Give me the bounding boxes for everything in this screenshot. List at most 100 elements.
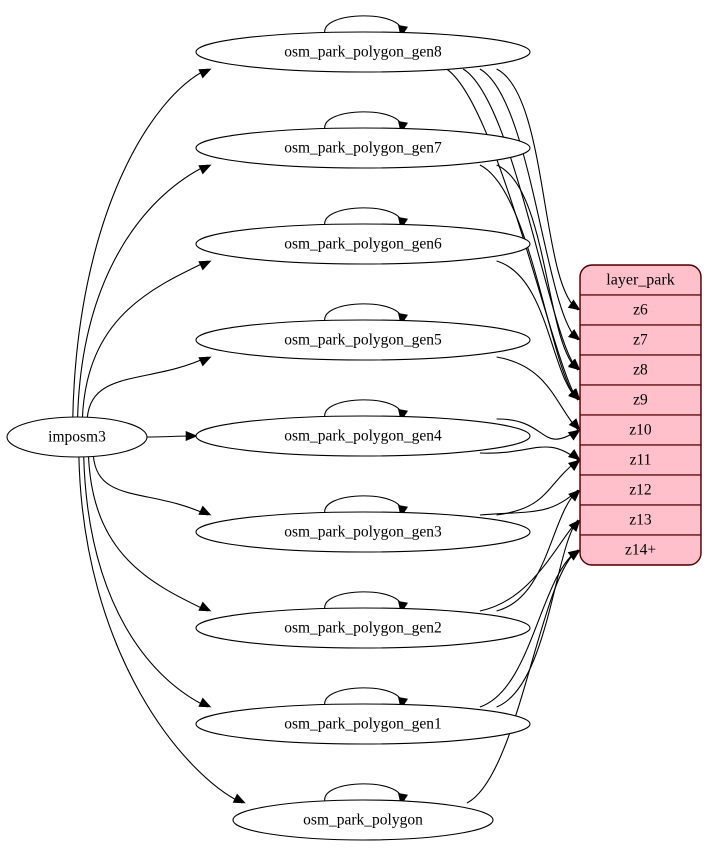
node-ellipse-gen6 [195, 223, 531, 265]
node-label-imposm3: imposm3 [48, 429, 106, 446]
node-ellipse-gen5 [195, 319, 531, 361]
edge-arrow-imposm3-to-gen3 [198, 505, 212, 516]
edge-arrow-imposm3-to-gen7 [198, 164, 212, 175]
edge-gen8-to-z7 [479, 68, 579, 341]
table-row-label-z8: z8 [633, 362, 648, 379]
self-loop-gen6 [324, 207, 402, 227]
edge-gen5-to-z10 [496, 356, 579, 431]
node-label-gen8: osm_park_polygon_gen8 [284, 44, 442, 61]
node-label-gen5: osm_park_polygon_gen5 [284, 332, 442, 349]
table-row-z14plus[interactable] [580, 534, 701, 565]
self-loop-gen4 [324, 399, 402, 419]
edge-gen1-to-z14plus [479, 549, 579, 708]
node-ellipse-imposm3 [6, 416, 148, 458]
layer-park-table[interactable]: layer_park z6 z7 z8 z9 z10 z11 z12 z13 z14+ [579, 264, 702, 566]
edge-gen3-to-z11 [496, 459, 579, 516]
edge-arrow-imposm3-to-base [232, 793, 246, 804]
table-row-label-z6: z6 [633, 302, 648, 319]
edge-arrow-imposm3-to-gen1 [198, 697, 212, 708]
edge-gen8-to-z8 [462, 68, 579, 371]
edge-imposm3-to-gen1 [83, 454, 208, 708]
edge-gen4-to-z11 [479, 446, 579, 461]
node-ellipse-gen3 [195, 511, 531, 553]
edge-gen3-to-z12 [479, 489, 579, 516]
node-label-gen1: osm_park_polygon_gen1 [284, 716, 442, 733]
table-row-z11[interactable] [580, 444, 701, 476]
table-row-label-z12: z12 [629, 482, 651, 499]
node-label-gen4: osm_park_polygon_gen4 [284, 428, 442, 445]
table-row-label-z14plus: z14+ [625, 542, 656, 559]
edge-imposm3-to-gen5 [86, 356, 208, 420]
node-ellipse-gen8 [195, 31, 531, 73]
edge-arrow-base-to-z14plus [567, 549, 581, 561]
edge-arrow-imposm3-to-gen8 [198, 68, 212, 79]
edge-arrow-imposm3-to-gen5 [198, 356, 212, 367]
edge-gen8-to-z6 [496, 68, 579, 311]
node-label-base: osm_park_polygon [303, 812, 423, 829]
edge-arrow-imposm3-to-gen2 [198, 601, 212, 612]
table-outline [579, 264, 702, 566]
edge-arrow-gen4-to-z11 [567, 449, 581, 461]
node-base: osm_park_polygon [232, 799, 494, 841]
self-loop-gen8 [324, 15, 402, 35]
edge-arrow-imposm3-to-gen4 [185, 430, 198, 442]
table-rows: layer_park z6 z7 z8 z9 z10 z11 z12 z13 z14+ [580, 265, 701, 565]
edge-arrow-gen8-to-z6 [567, 299, 581, 311]
node-ellipse-base [232, 799, 494, 841]
node-gen7: osm_park_polygon_gen7 [195, 127, 531, 169]
edge-imposm3-to-gen3 [92, 454, 208, 516]
node-layer: osm_park_polygon_gen8 osm_park_polygon_ge… [6, 31, 531, 841]
self-loop-gen5 [324, 303, 402, 323]
table-row-label-z7: z7 [633, 332, 648, 349]
edge-base-to-z14plus [466, 549, 579, 804]
node-gen2: osm_park_polygon_gen2 [195, 607, 531, 649]
self-loop-gen2 [324, 591, 402, 611]
table-header-label: layer_park [606, 272, 674, 289]
node-ellipse-gen4 [195, 415, 531, 457]
edge-gen2-to-z12 [496, 489, 579, 612]
self-loop-base [324, 783, 402, 803]
edge-imposm3-to-base [78, 454, 243, 804]
self-loop-gen7 [324, 111, 402, 131]
edge-arrow-gen2-to-z12 [568, 489, 581, 502]
table-row-z8[interactable] [580, 354, 701, 386]
node-ellipse-gen1 [195, 703, 531, 745]
edge-arrow-gen6-to-z9 [568, 388, 581, 401]
edge-gen2-to-z13 [479, 519, 579, 612]
edge-imposm3-to-gen6 [81, 260, 208, 420]
table-row-label-z9: z9 [633, 392, 648, 409]
edge-gen7-to-z8 [496, 164, 579, 371]
node-ellipse-gen2 [195, 607, 531, 649]
node-gen3: osm_park_polygon_gen3 [195, 511, 531, 553]
self-loop-gen1 [324, 687, 402, 707]
node-imposm3: imposm3 [6, 416, 148, 458]
table-row-label-z13: z13 [629, 512, 652, 529]
edge-arrow-gen4-to-z10 [567, 429, 581, 441]
node-gen1: osm_park_polygon_gen1 [195, 703, 531, 745]
edge-arrow-imposm3-to-gen6 [198, 260, 212, 271]
edge-gen1-to-z13 [496, 519, 579, 708]
node-label-gen7: osm_park_polygon_gen7 [284, 140, 442, 157]
edge-imposm3-to-gen2 [87, 454, 208, 612]
node-label-gen2: osm_park_polygon_gen2 [284, 620, 442, 637]
table-row-z9[interactable] [580, 384, 701, 416]
node-label-gen3: osm_park_polygon_gen3 [284, 524, 442, 541]
self-loop-gen3 [324, 495, 402, 515]
node-gen5: osm_park_polygon_gen5 [195, 319, 531, 361]
table-row-label-z11: z11 [630, 452, 652, 469]
edge-gen6-to-z9 [496, 260, 579, 401]
table-row-z7[interactable] [580, 324, 701, 356]
edge-arrow-gen8-to-z7 [567, 329, 581, 341]
table-row-label-z10: z10 [629, 422, 652, 439]
node-gen8: osm_park_polygon_gen8 [195, 31, 531, 73]
node-label-gen6: osm_park_polygon_gen6 [284, 236, 442, 253]
edge-gen7-to-z9 [479, 164, 579, 401]
edge-arrow-gen7-to-z8 [567, 359, 581, 371]
edge-arrow-gen5-to-z10 [568, 418, 581, 431]
node-ellipse-gen7 [195, 127, 531, 169]
node-gen6: osm_park_polygon_gen6 [195, 223, 531, 265]
edge-imposm3-to-gen7 [77, 164, 208, 420]
edge-imposm3-to-gen8 [72, 68, 208, 420]
node-gen4: osm_park_polygon_gen4 [195, 415, 531, 457]
